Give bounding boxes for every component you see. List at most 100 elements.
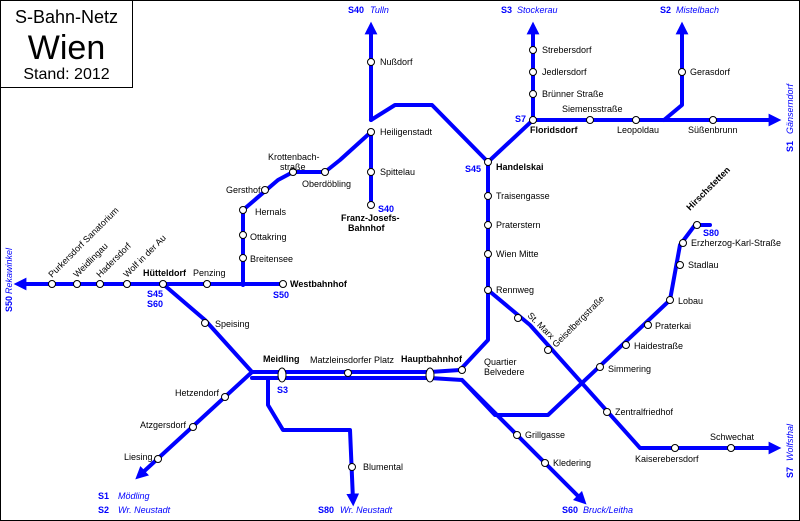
label-praterkai: Praterkai	[655, 321, 691, 331]
line-label-s40-fjb: S40	[378, 204, 394, 214]
label-hetzendorf: Hetzendorf	[175, 388, 220, 398]
label-krottenbach-1: Krottenbach-	[268, 152, 320, 162]
line-dest-mistelbach: Mistelbach	[676, 5, 719, 15]
station-geiselberg	[544, 346, 552, 354]
line-labels: S40 Tulln S3 Stockerau S2 Mistelbach S1 …	[4, 5, 795, 515]
station-oberdoebling	[321, 168, 329, 176]
label-erzherzog: Erzherzog-Karl-Straße	[691, 238, 781, 248]
station-fjb	[367, 201, 375, 209]
station-hernals	[239, 206, 247, 214]
label-rennweg: Rennweg	[496, 285, 534, 295]
line-label-s2-bottom: S2	[98, 505, 109, 515]
station-bruenner	[529, 90, 537, 98]
station-traisengasse	[484, 192, 492, 200]
station-hetzendorf	[221, 393, 229, 401]
station-labels: Nußdorf Heiligenstadt Spittelau Franz-Jo…	[46, 45, 781, 472]
station-atzgersdorf	[189, 423, 197, 431]
label-lobau: Lobau	[678, 296, 703, 306]
station-kaiserebersdorf	[671, 444, 679, 452]
station-praterstern	[484, 221, 492, 229]
label-schwechat: Schwechat	[710, 432, 755, 442]
line-label-s2-top: S2	[660, 5, 671, 15]
label-floridsdorf: Floridsdorf	[530, 125, 578, 135]
label-meidling: Meidling	[263, 354, 300, 364]
map-city: Wien	[27, 29, 106, 67]
label-haidestrasse: Haidestraße	[634, 341, 683, 351]
line-dest-tulln: Tulln	[370, 5, 389, 15]
line-dest-gaenserndorf: Gänserndorf	[785, 82, 795, 134]
station-leopoldau	[632, 116, 640, 124]
label-spittelau: Spittelau	[380, 167, 415, 177]
station-wienmitte	[484, 250, 492, 258]
station-stadlau	[676, 261, 684, 269]
station-erzherzog	[679, 239, 687, 247]
station-hirschstetten	[693, 221, 701, 229]
label-quartier-2: Belvedere	[484, 367, 525, 377]
label-traisengasse: Traisengasse	[496, 191, 550, 201]
line-label-s3-top: S3	[501, 5, 512, 15]
label-jedlersdorf: Jedlersdorf	[542, 67, 587, 77]
label-ottakring: Ottakring	[250, 232, 287, 242]
label-breitensee: Breitensee	[250, 254, 293, 264]
station-gersthof	[261, 186, 269, 194]
station-krottenbach	[289, 168, 297, 176]
station-meidling	[277, 367, 287, 383]
station-grillgasse	[513, 431, 521, 439]
station-floridsdorf	[529, 116, 537, 124]
track-s7	[486, 288, 782, 455]
line-label-s50-westbahnhof: S50	[273, 290, 289, 300]
label-siemensstrasse: Siemensstraße	[562, 104, 623, 114]
track-s2-north	[662, 21, 689, 122]
label-wienmitte: Wien Mitte	[496, 249, 539, 259]
line-label-s60-bottom: S60	[562, 505, 578, 515]
label-kledering: Kledering	[553, 458, 591, 468]
station-huetteldorf	[159, 280, 167, 288]
station-lobau	[666, 296, 674, 304]
label-geiselberg: Geiselbergstraße	[550, 294, 606, 350]
stations	[48, 46, 735, 471]
line-dest-moedling: Mödling	[118, 491, 150, 501]
station-jedlersdorf	[529, 68, 537, 76]
station-westbahnhof	[279, 280, 287, 288]
line-label-s45-huetteldorf: S45	[147, 289, 163, 299]
map-date: Stand: 2012	[23, 66, 110, 83]
line-label-s45-handelskai: S45	[465, 164, 481, 174]
line-dest-wr-neustadt-2: Wr. Neustadt	[340, 505, 393, 515]
label-zentralfriedhof: Zentralfriedhof	[615, 407, 674, 417]
label-hernals: Hernals	[255, 207, 287, 217]
map-title: S-Bahn-Netz	[14, 7, 119, 27]
label-liesing: Liesing	[124, 452, 153, 462]
label-kaiserebersdorf: Kaiserebersdorf	[635, 454, 699, 464]
station-wolf	[123, 280, 131, 288]
track-hbf-rennweg	[428, 368, 462, 374]
station-strebersdorf	[529, 46, 537, 54]
station-liesing	[154, 455, 162, 463]
label-fjb-1: Franz-Josefs-	[341, 213, 400, 223]
label-hauptbahnhof: Hauptbahnhof	[401, 354, 463, 364]
station-praterkai	[644, 321, 652, 329]
station-rennweg	[484, 286, 492, 294]
label-quartier-1: Quartier	[484, 357, 517, 367]
line-label-s7-floridsdorf: S7	[515, 114, 526, 124]
line-label-s50-left: S50	[4, 296, 14, 312]
station-stmarx	[514, 314, 522, 322]
line-dest-bruck-leitha: Bruck/Leitha	[583, 505, 633, 515]
track-handelskai-floridsdorf	[486, 118, 535, 164]
station-siemensstrasse	[586, 116, 594, 124]
station-suessenbrunn	[709, 116, 717, 124]
station-purkersdorf	[48, 280, 56, 288]
line-label-s80-bottom: S80	[318, 505, 334, 515]
station-nussdorf	[367, 58, 375, 66]
label-hirschstetten: Hirschstetten	[684, 165, 732, 213]
label-praterstern: Praterstern	[496, 220, 541, 230]
station-haidestrasse	[622, 341, 630, 349]
station-blumental	[348, 463, 356, 471]
label-atzgersdorf: Atzgersdorf	[140, 420, 187, 430]
line-dest-wr-neustadt-1: Wr. Neustadt	[118, 505, 171, 515]
station-matzleinsdorf	[344, 369, 352, 377]
station-spittelau	[367, 168, 375, 176]
line-dest-rekawinkel: Rekawinkel	[4, 247, 14, 294]
label-handelskai: Handelskai	[496, 162, 544, 172]
label-westbahnhof: Westbahnhof	[290, 279, 348, 289]
label-stadlau: Stadlau	[688, 260, 719, 270]
